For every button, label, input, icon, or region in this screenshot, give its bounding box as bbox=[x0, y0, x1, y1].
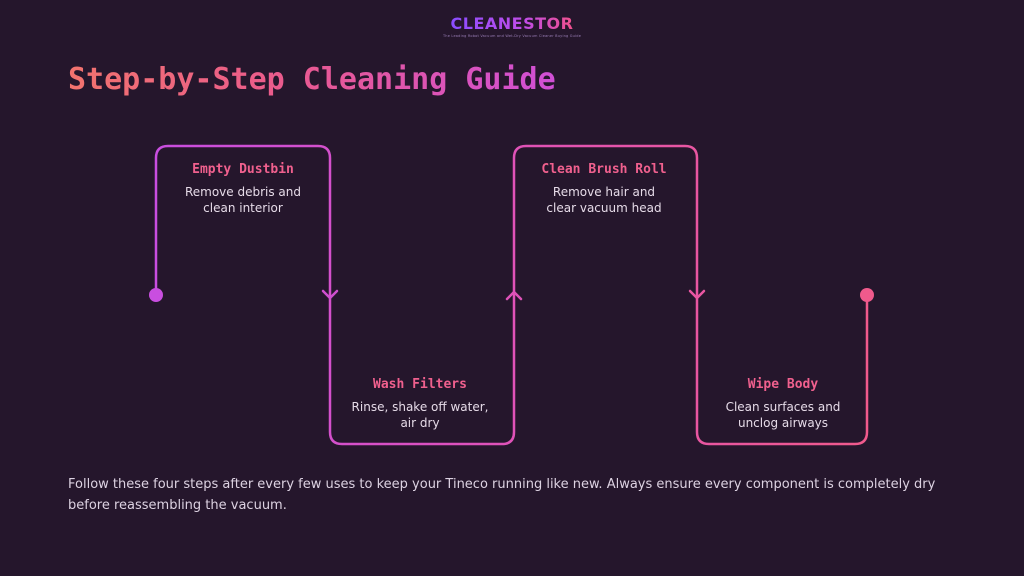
step-empty-dustbin: Empty Dustbin Remove debris and clean in… bbox=[173, 160, 313, 216]
up-arrow-icon bbox=[505, 290, 523, 301]
down-arrow-icon bbox=[321, 289, 339, 300]
step-description: Rinse, shake off water, air dry bbox=[351, 400, 489, 430]
step-title: Empty Dustbin bbox=[192, 162, 294, 177]
step-description: Clean surfaces and unclog airways bbox=[725, 400, 841, 430]
down-arrow-icon bbox=[688, 289, 706, 300]
step-title: Wash Filters bbox=[373, 377, 467, 392]
start-dot-icon bbox=[149, 288, 163, 302]
brand-logo: CLEANESTOR The Leading Robot Vacuum and … bbox=[0, 14, 1024, 38]
page-title: Step-by-Step Cleaning Guide bbox=[68, 62, 556, 97]
step-description: Remove debris and clean interior bbox=[184, 185, 302, 215]
step-wash-filters: Wash Filters Rinse, shake off water, air… bbox=[350, 375, 490, 431]
logo-tagline: The Leading Robot Vacuum and Wet-Dry Vac… bbox=[442, 34, 582, 38]
step-title: Wipe Body bbox=[747, 377, 819, 392]
logo-wordmark: CLEANESTOR bbox=[450, 14, 574, 33]
step-clean-brush-roll: Clean Brush Roll Remove hair and clear v… bbox=[538, 160, 670, 216]
process-line bbox=[154, 144, 869, 446]
step-wipe-body: Wipe Body Clean surfaces and unclog airw… bbox=[713, 375, 853, 431]
footer-note: Follow these four steps after every few … bbox=[68, 477, 936, 513]
end-dot-icon bbox=[860, 288, 874, 302]
step-description: Remove hair and clear vacuum head bbox=[546, 185, 662, 215]
step-title: Clean Brush Roll bbox=[541, 162, 667, 177]
